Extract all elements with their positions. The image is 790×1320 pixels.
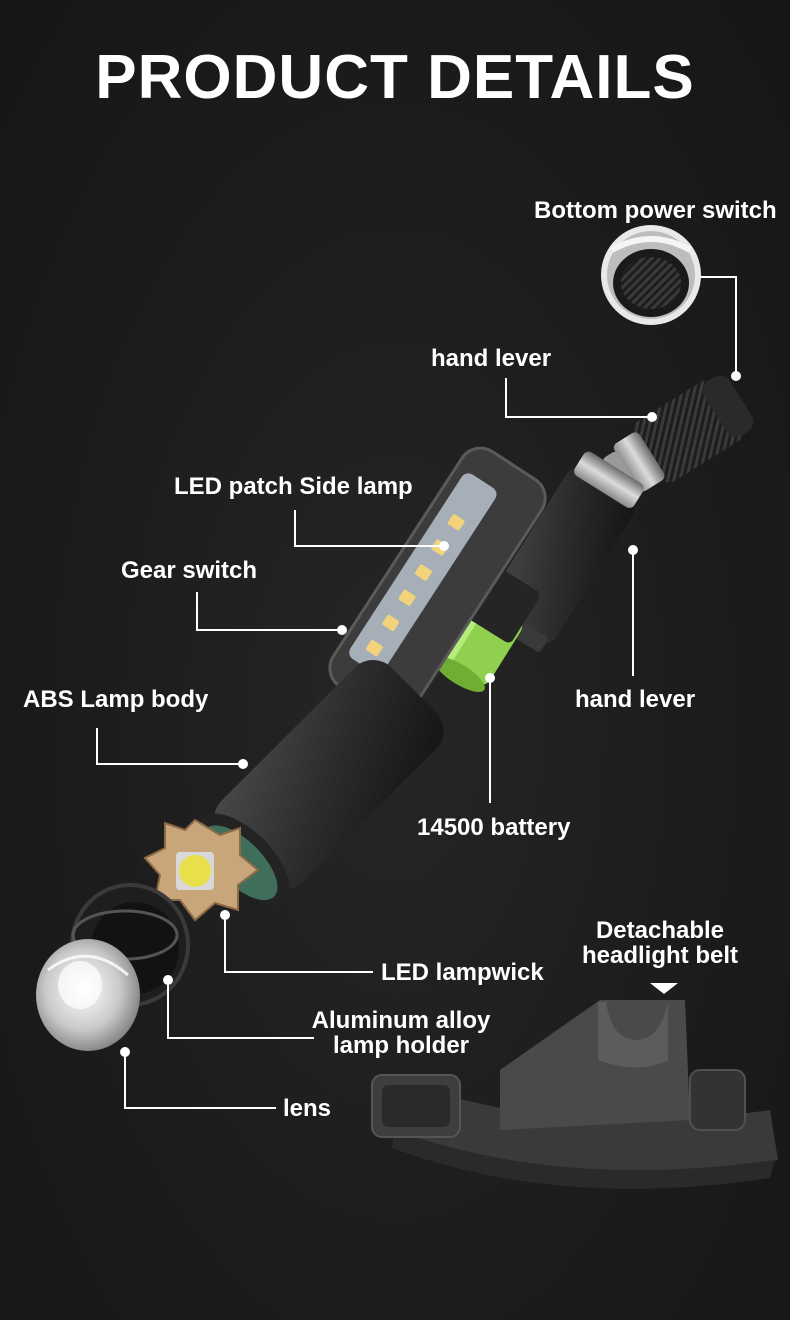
label-battery: 14500 battery — [417, 814, 571, 841]
callout-lamp-holder — [167, 980, 314, 1039]
headband-illustration — [371, 1000, 778, 1189]
power-switch-inset — [601, 225, 701, 325]
label-hand-lever-right: hand lever — [575, 686, 696, 713]
label-lens: lens — [283, 1095, 332, 1122]
callout-lines — [96, 276, 737, 1109]
callout-dots — [120, 371, 741, 1057]
callout-bottom-power-switch — [700, 276, 737, 376]
label-led-lampwick: LED lampwick — [381, 959, 544, 986]
label-hand-lever-top: hand lever — [431, 345, 552, 372]
callout-lens — [124, 1052, 276, 1109]
label-headlight-belt-line1: Detachable — [595, 917, 725, 944]
label-headlight-belt: Detachable headlight belt — [580, 917, 740, 970]
page-title: PRODUCT DETAILS — [95, 43, 695, 112]
label-lamp-holder: Aluminum alloy lamp holder — [310, 1007, 492, 1060]
led-star-board — [143, 818, 260, 922]
callout-hand-lever-top — [505, 378, 652, 418]
label-lamp-holder-line2: lamp holder — [332, 1032, 470, 1060]
callout-gear-switch — [196, 592, 342, 631]
label-headlight-belt-line2: headlight belt — [582, 942, 738, 970]
callout-abs-body — [96, 728, 243, 765]
callout-led-patch — [294, 510, 444, 547]
label-lamp-holder-line1: Aluminum alloy — [311, 1007, 491, 1034]
label-abs-lamp-body: ABS Lamp body — [23, 686, 209, 713]
label-bottom-power-switch: Bottom power switch — [534, 197, 777, 224]
label-gear-switch: Gear switch — [121, 557, 258, 584]
pointer-arrow-icon — [650, 983, 678, 994]
callout-led-lampwick — [224, 915, 373, 973]
label-led-patch-side-lamp: LED patch Side lamp — [174, 473, 413, 500]
lens — [36, 939, 140, 1051]
